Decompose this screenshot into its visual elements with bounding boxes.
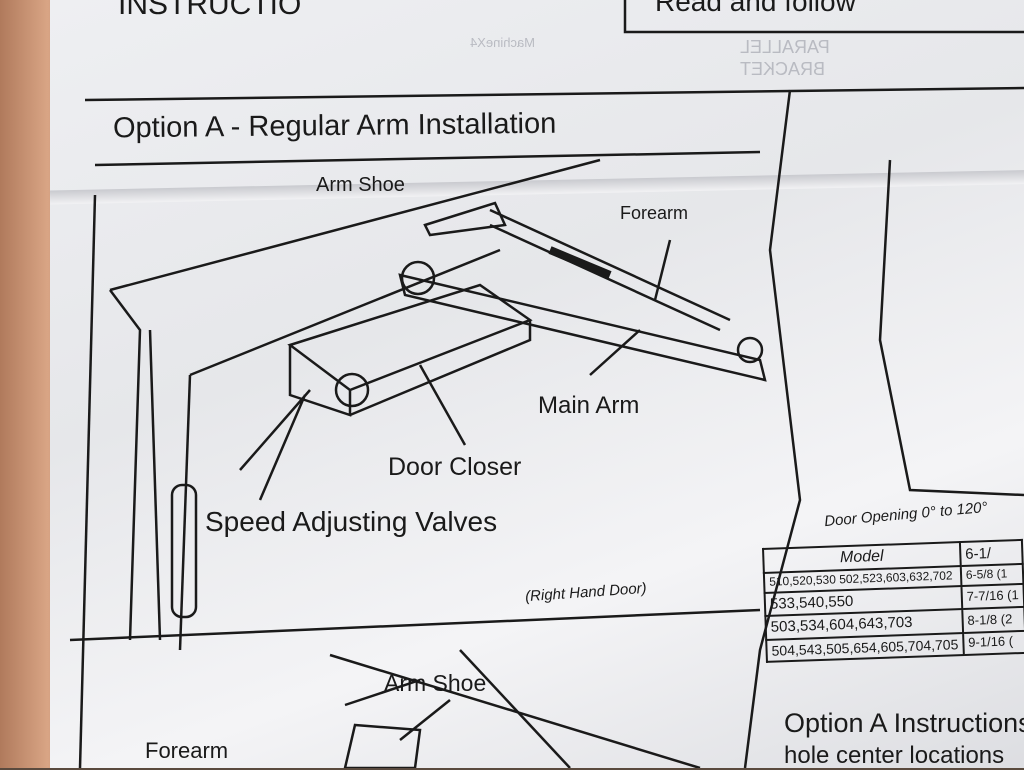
notice-box <box>623 0 1024 34</box>
header-size: 6-1/ <box>959 539 1023 567</box>
table-cell: 7-7/16 (1 <box>961 584 1024 610</box>
panel-divider <box>743 89 802 768</box>
table-cell: 8-1/8 (2 <box>962 607 1024 633</box>
instructions-title: Option A Instructions <box>784 708 1024 738</box>
instructions-subtitle: hole center locations <box>784 742 1005 769</box>
label-lower-arm-shoe: Arm Shoe <box>384 670 487 696</box>
label-forearm: Forearm <box>620 203 689 223</box>
section-title: Option A - Regular Arm Installation <box>112 107 557 145</box>
table-cell: 6-5/8 (1 <box>960 564 1024 587</box>
instruction-sheet <box>50 0 1024 768</box>
model-table: Model 6-1/ 510,520,530 502,523,603,632,7… <box>762 539 1024 663</box>
notice-text: Read and follow <box>655 0 856 17</box>
section-rule <box>84 86 1024 102</box>
table-cell: 9-1/16 ( <box>962 630 1024 655</box>
label-speed-valves: Speed Adjusting Valves <box>205 506 498 537</box>
label-lower-forearm: Forearm <box>145 738 229 763</box>
hinge <box>170 483 198 619</box>
lower-arm-shoe <box>343 723 422 768</box>
main-arm <box>398 273 767 382</box>
door-closer-body <box>287 283 533 392</box>
label-main-arm: Main Arm <box>538 392 640 419</box>
label-arm-shoe: Arm Shoe <box>316 174 405 196</box>
arm-shoe <box>423 201 507 237</box>
forearm <box>489 208 731 332</box>
header-title: INSTRUCTIO <box>118 0 302 21</box>
label-door-closer: Door Closer <box>388 453 522 481</box>
